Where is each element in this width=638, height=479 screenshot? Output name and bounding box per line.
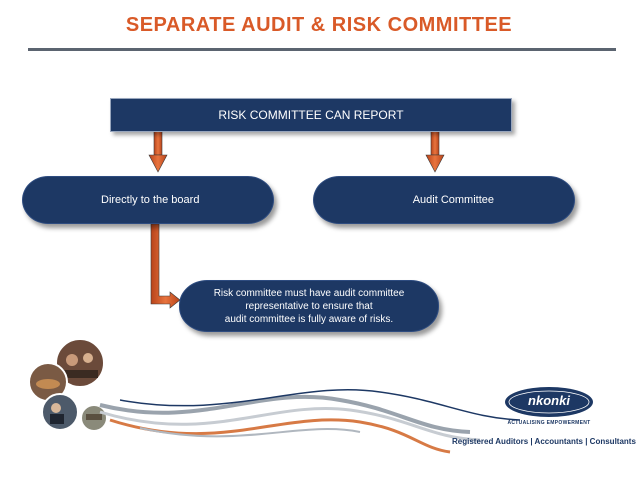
decorative-swoosh [99,388,521,454]
slide-title: SEPARATE AUDIT & RISK COMMITTEE [125,14,513,36]
elbow-connector [150,223,181,309]
photo-collage [28,338,108,432]
risk-committee-report-box: RISK COMMITTEE CAN REPORT [110,98,512,132]
node-line-3: audit committee is fully aware of risks. [224,313,394,325]
arrow-down-left [148,130,168,173]
logo-tagline: ACTUALISING EMPOWERMENT [507,420,591,426]
nkonki-logo [505,387,593,417]
footer-tagline: Registered Auditors | Accountants | Cons… [452,437,636,446]
logo-wordmark: nkonki [528,393,570,408]
node-audit-representative: Risk committee must have audit committee… [179,280,439,332]
node-audit-committee: Audit Committee [313,176,575,224]
node-line-2: representative to ensure that [245,300,373,312]
node-line-1: Risk committee must have audit committee [213,287,405,299]
node-directly-to-board: Directly to the board [22,176,274,224]
arrow-down-right [425,130,445,173]
title-divider [28,48,616,51]
